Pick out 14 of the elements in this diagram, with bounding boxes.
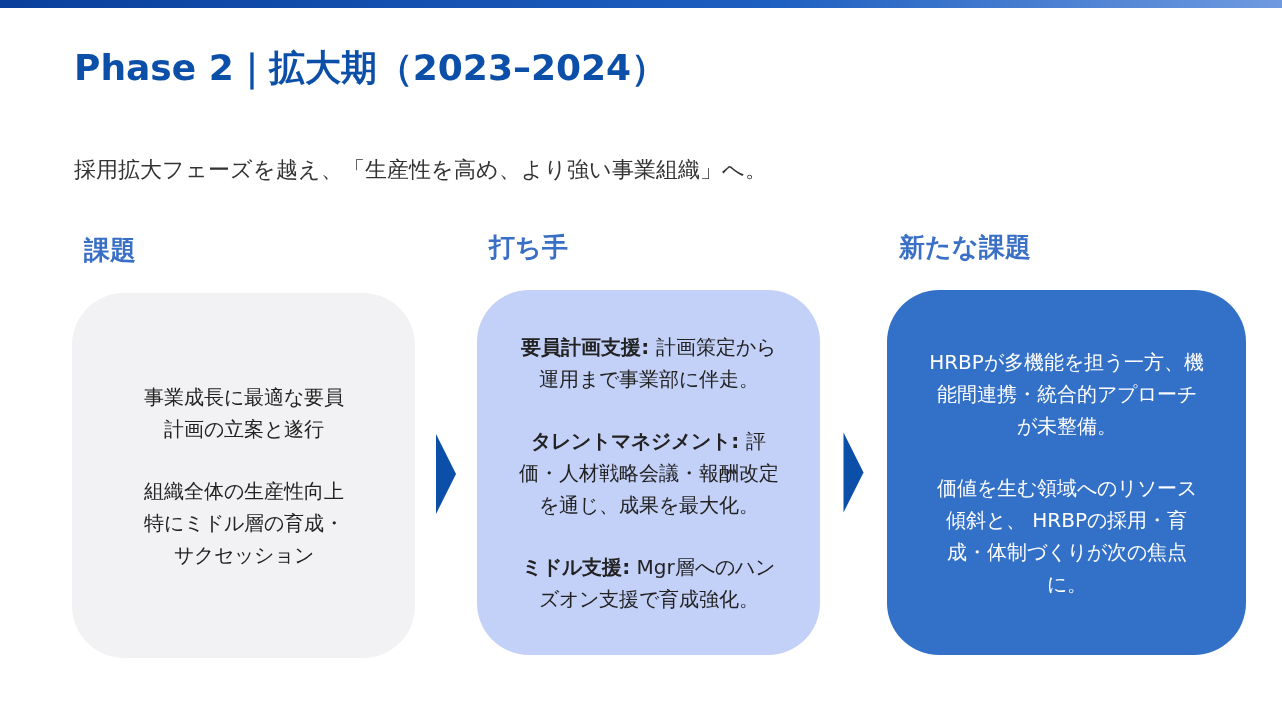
card-text: 価値を生む領域へのリソース傾斜と、 HRBPの採用・育成・体制づくりが次の焦点に。 [935,474,1198,598]
chevron-arrow [436,434,456,514]
card-text: 組織全体の生産性向上特にミドル層の育成・サクセッション [142,477,345,569]
card-text: 要員計画支援: 計画策定から運用まで事業部に伴走。 [520,333,777,393]
card-text: タレントマネジメント: 評価・人材戦略会議・報酬改定を通じ、成果を最大化。 [517,427,780,519]
subtitle: 採用拡大フェーズを越え、「生産性を高め、より強い事業組織」へ。 [74,156,767,184]
section-heading: 課題 [84,234,136,267]
section-heading: 新たな課題 [899,231,1031,264]
chevron-arrow [843,432,864,513]
section-heading: 打ち手 [489,231,568,264]
card-text: HRBPが多機能を担う一方、機能間連携・統合的アプローチが未整備。 [928,348,1205,440]
card-text: 事業成長に最適な要員計画の立案と遂行 [142,383,345,443]
card-text: ミドル支援: Mgr層へのハンズオン支援で育成強化。 [521,553,776,613]
title: Phase 2｜拡大期（2023–2024） [74,46,668,92]
